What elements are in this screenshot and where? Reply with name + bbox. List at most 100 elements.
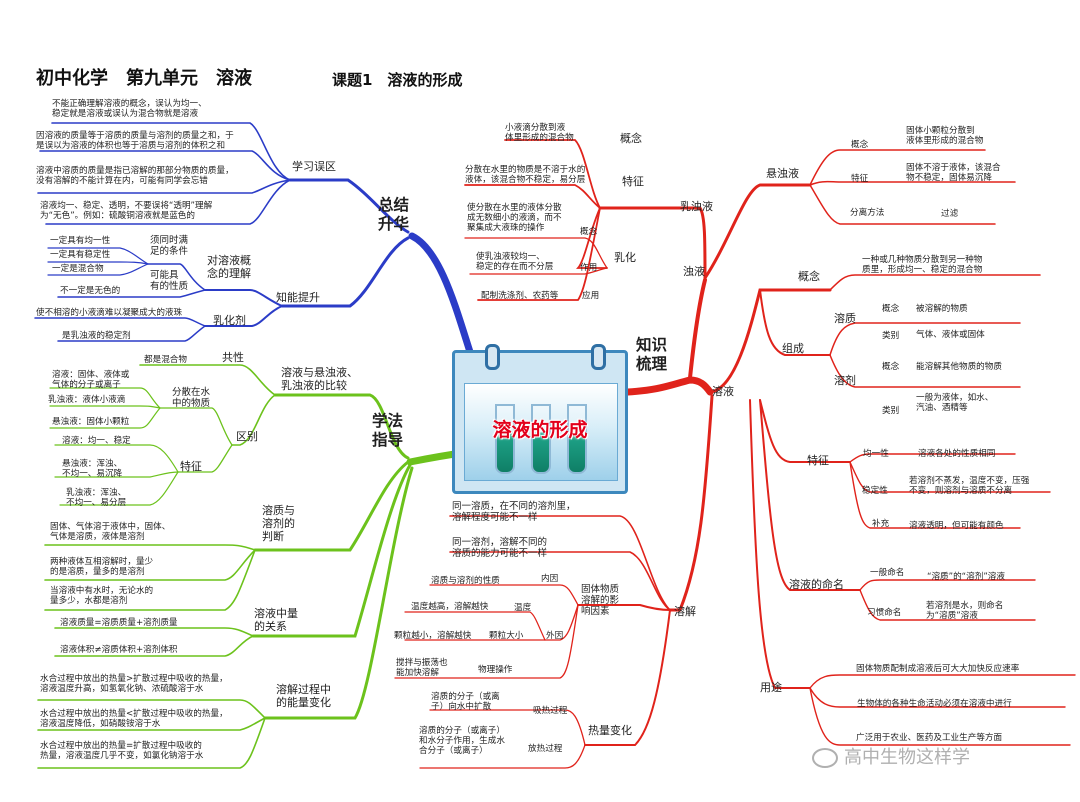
dispersed-item: 乳浊液：液体小液滴 bbox=[48, 395, 125, 405]
suspension-concept-label: 概念 bbox=[851, 140, 868, 150]
pitfalls-label: 学习误区 bbox=[292, 161, 336, 174]
solvent-kind-label: 类别 bbox=[882, 406, 899, 416]
stable-text: 若溶剂不蒸发，温度不变，压强 不变，则溶剂与溶质不分离 bbox=[909, 476, 1029, 496]
judge-item: 当溶液中有水时，无论水的 量多少，水都是溶剂 bbox=[50, 586, 153, 606]
emulsify-app-label: 应用 bbox=[582, 291, 599, 301]
judge-item: 两种液体互相溶解时，量少 的是溶质，量多的是溶剂 bbox=[50, 557, 153, 577]
watermark-text: 高中生物这样学 bbox=[844, 747, 970, 768]
solute-concept-text: 被溶解的物质 bbox=[916, 304, 968, 314]
feature-label: 特征 bbox=[180, 461, 202, 474]
suspension-feature-text: 固体不溶于液体，该混合 物不稳定，固体易沉降 bbox=[906, 163, 1001, 183]
emulsify-concept-text: 使分散在水里的液体分散 成无数细小的液滴，而不 聚集成大液珠的操作 bbox=[467, 203, 562, 233]
emulsion-label: 乳浊液 bbox=[680, 201, 713, 214]
concept-understanding-label: 对溶液概 念的理解 bbox=[207, 255, 251, 281]
heat-label: 热量变化 bbox=[588, 725, 632, 738]
solute-label: 溶质 bbox=[834, 313, 856, 326]
use-item: 广泛用于农业、医药及工业生产等方面 bbox=[856, 733, 1002, 743]
naming-general-label: 一般命名 bbox=[870, 568, 904, 578]
must-item: 一定具有稳定性 bbox=[50, 250, 110, 260]
dissolve-note: 同一溶质，在不同的溶剂里， 溶解程度可能不一样 bbox=[452, 501, 576, 523]
supplement-label: 补充 bbox=[872, 519, 889, 529]
diff-label: 区别 bbox=[236, 431, 258, 444]
judge-label: 溶质与 溶剂的 判断 bbox=[262, 505, 295, 544]
emulsifier-item: 是乳浊液的稳定剂 bbox=[62, 331, 131, 341]
branch-method-label: 学法 指导 bbox=[372, 412, 403, 451]
external-label: 外因 bbox=[546, 631, 563, 641]
solvent-kind-text: 一般为液体，如水、 汽油、酒精等 bbox=[916, 393, 993, 413]
center-card: 溶液的形成 bbox=[452, 350, 628, 494]
dispersed-item: 悬浊液：固体小颗粒 bbox=[52, 417, 129, 427]
wechat-icon bbox=[812, 748, 838, 768]
pitfall-item: 溶液均一、稳定、透明，不要误将“透明”理解 为“无色”。例如：硫酸铜溶液就是蓝色… bbox=[40, 201, 212, 221]
page-title: 初中化学 第九单元 溶液 bbox=[36, 68, 252, 89]
feature-item: 乳浊液：浑浊、 不均一、易分层 bbox=[66, 488, 126, 508]
composition-label: 组成 bbox=[782, 343, 804, 356]
physical-op-label: 物理操作 bbox=[478, 665, 512, 675]
must-item: 一定具有均一性 bbox=[50, 236, 110, 246]
pitfall-item: 不能正确理解溶液的概念，误认为均一、 稳定就是溶液或误认为混合物就是溶液 bbox=[52, 99, 207, 119]
lesson-title: 课题1 溶液的形成 bbox=[332, 72, 462, 90]
emulsion-concept-text: 小液滴分散到液 体里形成的混合物 bbox=[505, 123, 574, 143]
solvent-label: 溶剂 bbox=[834, 375, 856, 388]
maybe-item: 不一定是无色的 bbox=[60, 286, 120, 296]
energy-item: 水合过程中放出的热量=扩散过程中吸收的 热量，溶液温度几乎不变，如氯化钠溶于水 bbox=[40, 741, 203, 761]
center-title: 溶液的形成 bbox=[455, 415, 625, 442]
solvent-concept-text: 能溶解其他物质的物质 bbox=[916, 362, 1002, 372]
naming-custom-label: 习惯命名 bbox=[867, 608, 901, 618]
suspension-label: 悬浊液 bbox=[766, 168, 799, 181]
suspension-method-label: 分离方法 bbox=[850, 208, 884, 218]
feature-item: 悬浊液：浑浊、 不均一、易沉降 bbox=[62, 459, 122, 479]
release-label: 放热过程 bbox=[528, 744, 562, 754]
temperature-text: 温度越高，溶解越快 bbox=[411, 602, 488, 612]
emulsion-feature-label: 特征 bbox=[622, 176, 644, 189]
emulsify-effect-text: 使乳浊液较均一、 稳定的存在而不分层 bbox=[476, 252, 553, 272]
temperature-label: 温度 bbox=[514, 603, 531, 613]
solute-kind-label: 类别 bbox=[882, 331, 899, 341]
amount-item: 溶液体积≠溶质体积+溶剂体积 bbox=[60, 645, 178, 655]
pitfall-item: 因溶液的质量等于溶质的质量与溶剂的质量之和，于 是误以为溶液的体积也等于溶质与溶… bbox=[36, 131, 234, 151]
judge-item: 固体、气体溶于液体中，固体、 气体是溶质，液体是溶剂 bbox=[50, 522, 170, 542]
absorb-label: 吸热过程 bbox=[533, 706, 567, 716]
emulsion-concept-label: 概念 bbox=[620, 133, 642, 146]
suspension-method-text: 过滤 bbox=[941, 209, 958, 219]
physical-op-text: 搅拌与振荡也 能加快溶解 bbox=[396, 658, 448, 678]
particle-size-label: 颗粒大小 bbox=[489, 631, 523, 641]
branch-summary-label: 总结 升华 bbox=[378, 196, 409, 235]
solvent-concept-label: 概念 bbox=[882, 362, 899, 372]
uniform-label: 均一性 bbox=[863, 449, 889, 459]
emulsifier-item: 使不相溶的小液滴难以凝聚成大的液珠 bbox=[36, 308, 182, 318]
particle-size-text: 颗粒越小，溶解越快 bbox=[394, 631, 471, 641]
solution-concept-label: 概念 bbox=[798, 271, 820, 284]
must-item: 一定是混合物 bbox=[52, 264, 104, 274]
dissolve-label: 溶解 bbox=[674, 606, 696, 619]
supplement-text: 溶液透明，但可能有颜色 bbox=[909, 521, 1004, 531]
emulsify-effect-label: 作用 bbox=[580, 263, 597, 273]
naming-custom-text: 若溶剂是水，则命名 为“溶质”溶液 bbox=[926, 601, 1003, 621]
dispersed-item: 溶液：固体、液体或 气体的分子或离子 bbox=[52, 370, 129, 390]
uniform-text: 溶液各处的性质相同 bbox=[918, 449, 995, 459]
suspension-feature-label: 特征 bbox=[851, 174, 868, 184]
feature-item: 溶液：均一、稳定 bbox=[62, 436, 131, 446]
solute-kind-text: 气体、液体或固体 bbox=[916, 330, 985, 340]
solute-concept-label: 概念 bbox=[882, 304, 899, 314]
emulsify-app-text: 配制洗涤剂、农药等 bbox=[481, 291, 558, 301]
suspension-concept-text: 固体小颗粒分散到 液体里形成的混合物 bbox=[906, 126, 983, 146]
release-text: 溶质的分子（或离子） 和水分子作用，生成水 合分子（或离子） bbox=[419, 726, 505, 756]
amount-item: 溶液质量=溶质质量+溶剂质量 bbox=[60, 618, 178, 628]
maybe-properties-label: 可能具 有的性质 bbox=[150, 270, 188, 292]
factors-label: 固体物质 溶解的影 响因素 bbox=[581, 584, 619, 618]
solution-concept-text: 一种或几种物质分散到另一种物 质里，形成均一、稳定的混合物 bbox=[862, 255, 982, 275]
pitfall-item: 溶液中溶质的质量是指已溶解的那部分物质的质量， 没有溶解的不能计算在内，可能有同… bbox=[36, 166, 234, 186]
energy-label: 溶解过程中 的能量变化 bbox=[276, 684, 331, 710]
absorb-text: 溶质的分子（或离 子）向水中扩散 bbox=[431, 692, 500, 712]
emulsion-feature-text: 分散在水里的物质是不溶于水的 液体，该混合物不稳定，易分层 bbox=[465, 165, 585, 185]
emulsify-concept-label: 概念 bbox=[580, 227, 597, 237]
must-conditions-label: 须同时满 足的条件 bbox=[150, 235, 188, 257]
dissolve-note: 同一溶剂，溶解不同的 溶质的能力可能不一样 bbox=[452, 537, 547, 559]
watermark: 高中生物这样学 bbox=[812, 743, 970, 769]
naming-label: 溶液的命名 bbox=[789, 579, 844, 592]
binder-ring-icon bbox=[591, 344, 606, 370]
stable-label: 稳定性 bbox=[862, 486, 888, 496]
emulsify-label: 乳化 bbox=[614, 252, 636, 265]
